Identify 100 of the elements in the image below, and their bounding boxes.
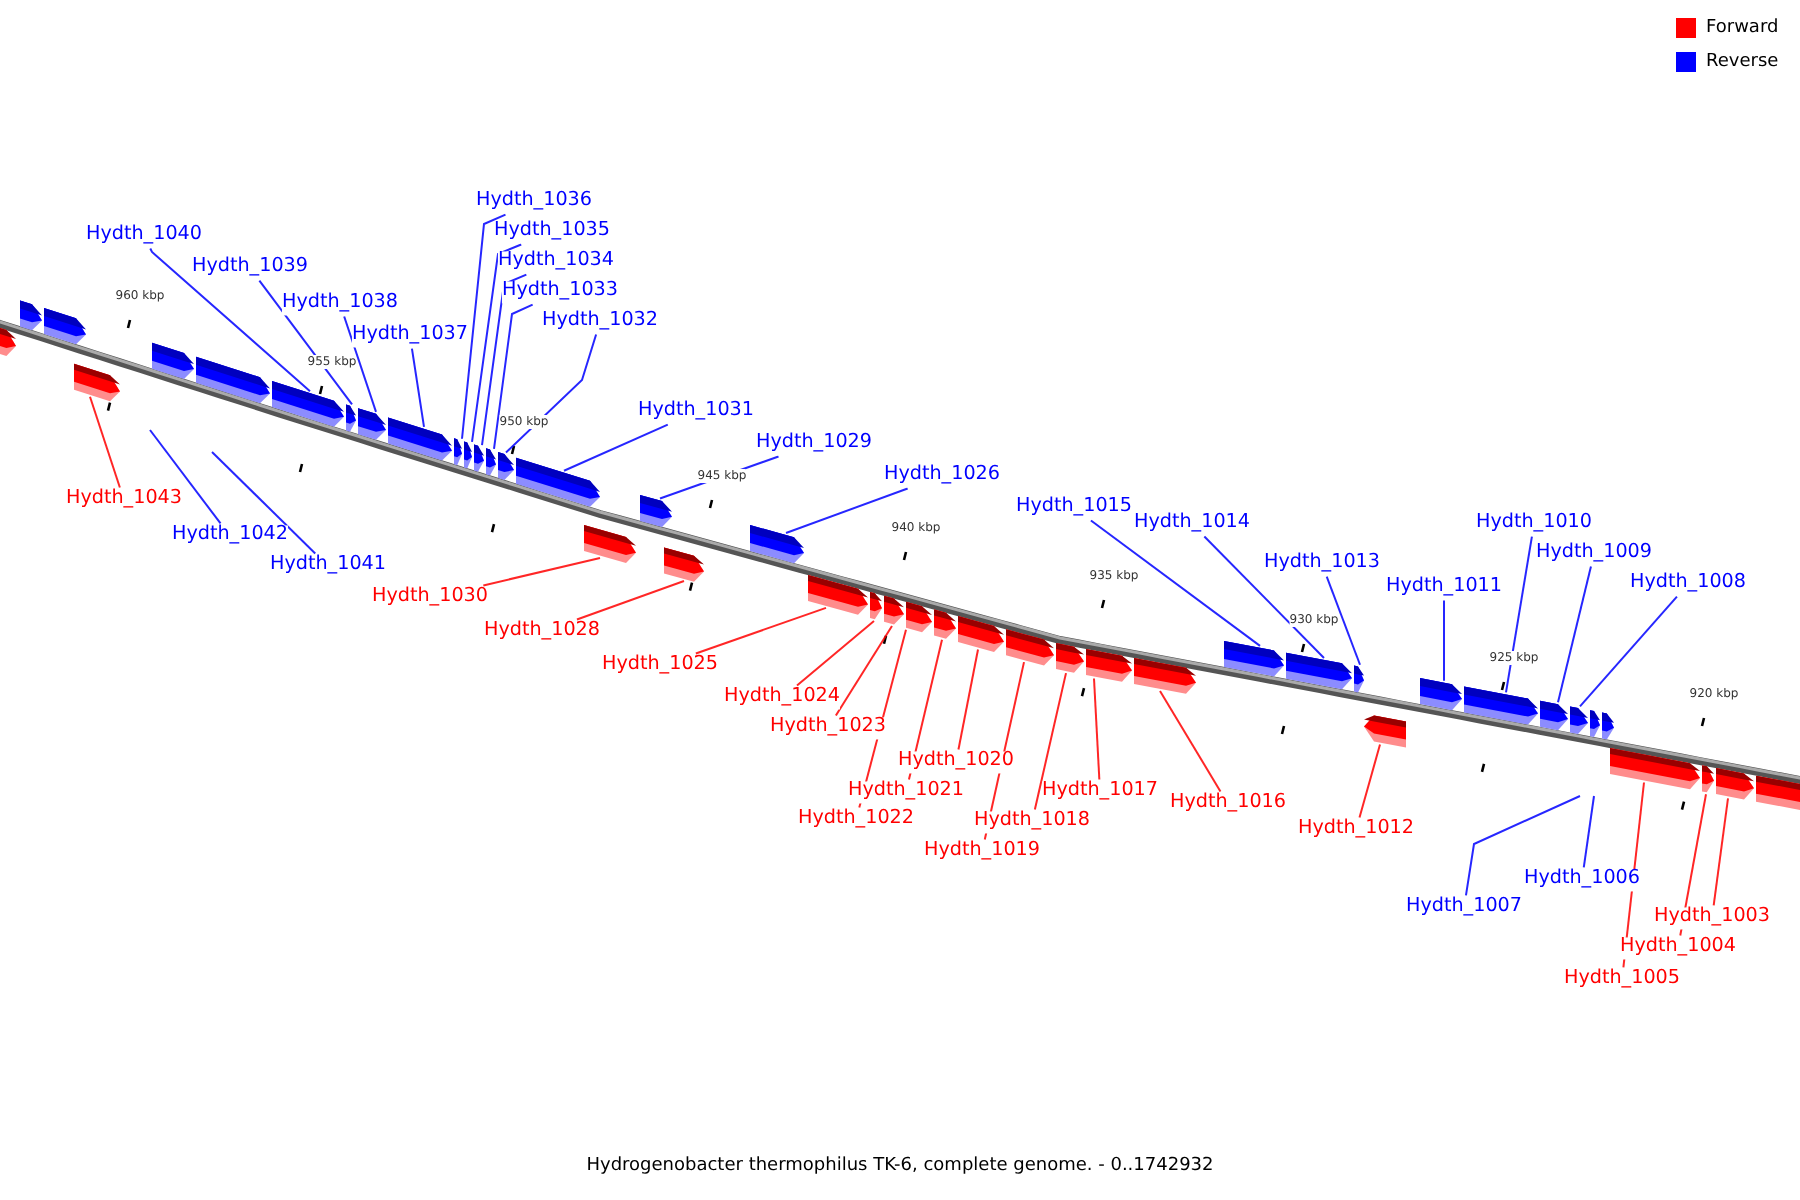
gene-label: Hydth_1019 [923, 841, 1041, 863]
gene-label: Hydth_1022 [797, 809, 915, 831]
leader-line [796, 620, 875, 687]
leader-line [1089, 519, 1261, 647]
gene-label: Hydth_1014 [1133, 513, 1251, 535]
gene-block [0, 328, 16, 357]
gene-label: Hydth_1021 [847, 781, 965, 803]
leader-line [1203, 535, 1325, 659]
leader-line [563, 423, 669, 472]
legend-label: Forward [1706, 18, 1779, 38]
leader-line [461, 213, 507, 440]
gene-label: Hydth_1038 [281, 293, 399, 315]
gene-label: Hydth_1033 [501, 281, 619, 303]
leader-line [89, 395, 121, 489]
leader-line [694, 606, 827, 655]
leader-line [1159, 689, 1222, 793]
gene-block [1224, 641, 1284, 677]
gene-block [1540, 700, 1568, 731]
leader-line [505, 333, 598, 454]
gene-block [1086, 648, 1132, 682]
gene-label: Hydth_1013 [1263, 553, 1381, 575]
gene-block [1570, 706, 1588, 734]
leader-line [1325, 575, 1361, 666]
gene-label: Hydth_1005 [1563, 969, 1681, 991]
gene-label: Hydth_1004 [1619, 937, 1737, 959]
gene-block [454, 438, 462, 466]
gene-block [474, 444, 484, 472]
gene-label: Hydth_1012 [1297, 819, 1415, 841]
leader-line [957, 648, 979, 751]
gene-label: Hydth_1039 [191, 257, 309, 279]
gene-label: Hydth_1009 [1535, 543, 1653, 565]
gene-label: Hydth_1031 [637, 401, 755, 423]
leader-line [1505, 535, 1533, 694]
gene-block [1354, 665, 1364, 693]
gene-label: Hydth_1034 [497, 251, 615, 273]
leader-line [258, 279, 353, 406]
gene-label: Hydth_1025 [601, 655, 719, 677]
gene-block [1756, 775, 1800, 810]
leader-line [410, 347, 425, 428]
gene-label: Hydth_1032 [541, 311, 659, 333]
gene-block [1590, 710, 1600, 738]
leader-line [785, 487, 909, 534]
gene-label: Hydth_1024 [723, 687, 841, 709]
gene-label: Hydth_1023 [769, 717, 887, 739]
caption: Hydrogenobacter thermophilus TK-6, complete genome. - 0..1742932 [586, 1156, 1214, 1176]
gene-label: Hydth_1040 [85, 225, 203, 247]
leader-line [149, 429, 222, 525]
leader-line [1464, 795, 1581, 897]
leader-line [1093, 677, 1101, 781]
gene-block [1420, 678, 1462, 711]
gene-label: Hydth_1037 [351, 325, 469, 347]
leader-line [149, 247, 311, 393]
gene-block [1702, 765, 1714, 793]
legend-label: Reverse [1706, 52, 1779, 72]
leader-line [493, 303, 534, 450]
leader-line [343, 315, 377, 413]
gene-label: Hydth_1008 [1629, 573, 1747, 595]
gene-block [934, 609, 956, 639]
leader-line [575, 580, 685, 621]
gene-block [750, 525, 804, 564]
leader-line [1443, 599, 1445, 682]
gene-label: Hydth_1011 [1385, 577, 1503, 599]
gene-label: Hydth_1030 [371, 587, 489, 609]
gene-label: Hydth_1018 [973, 811, 1091, 833]
leader-line [471, 243, 523, 443]
gene-label: Hydth_1035 [493, 221, 611, 243]
gene-label: Hydth_1036 [475, 191, 593, 213]
gene-block [1602, 712, 1614, 740]
leader-line [1033, 672, 1067, 811]
gene-block [74, 363, 120, 402]
leader-line [1582, 795, 1595, 869]
gene-label: Hydth_1017 [1041, 781, 1159, 803]
leader-line [1712, 797, 1729, 907]
gene-block [640, 494, 672, 527]
leader-line [1557, 565, 1592, 704]
leader-line [834, 625, 893, 717]
gene-block [664, 547, 704, 582]
leader-line [481, 273, 528, 447]
gene-label: Hydth_1020 [897, 751, 1015, 773]
gene-block [584, 525, 636, 564]
gene-label: Hydth_1010 [1475, 513, 1593, 535]
gene-block [906, 601, 932, 633]
gene-block [884, 595, 904, 625]
gene-block [152, 342, 194, 379]
gene-label: Hydth_1007 [1405, 897, 1523, 919]
gene-label: Hydth_1029 [755, 433, 873, 455]
gene-block [516, 457, 600, 507]
gene-block [20, 300, 42, 331]
gene-block [196, 356, 270, 404]
leader-line [211, 451, 317, 555]
gene-block [346, 404, 356, 432]
gene-label: Hydth_1043 [65, 489, 183, 511]
leader-line [1358, 743, 1381, 819]
gene-block [498, 452, 514, 481]
gene-block [1056, 642, 1084, 673]
gene-label: Hydth_1003 [1653, 907, 1771, 929]
leader-line [482, 557, 601, 587]
gene-label: Hydth_1041 [269, 555, 387, 577]
gene-label: Hydth_1026 [883, 465, 1001, 487]
gene-block [486, 448, 496, 476]
